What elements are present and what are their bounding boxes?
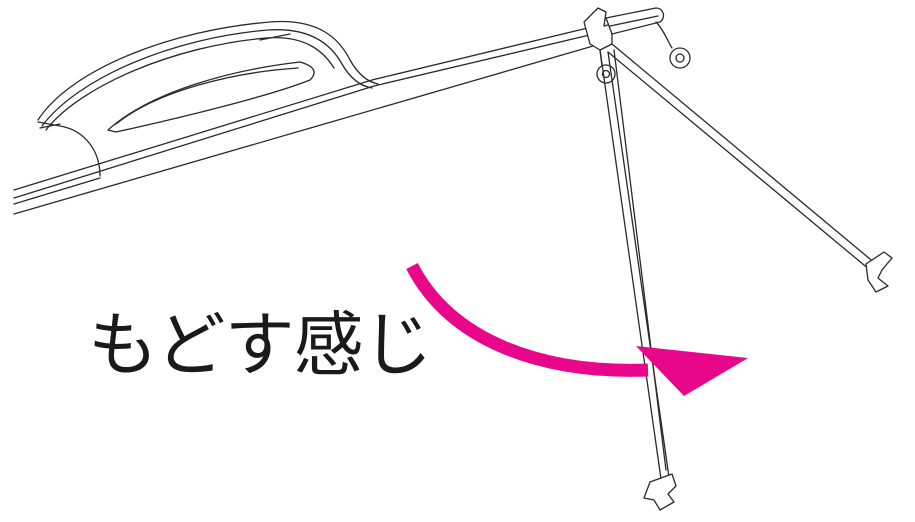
hinge-block: [583, 7, 691, 84]
swing-back-arrow: [406, 262, 748, 396]
umbrella-shaft: [13, 25, 601, 215]
rib-down: [599, 49, 677, 511]
umbrella-handle: [37, 20, 379, 177]
rib-right: [607, 43, 893, 293]
caption-text: もどす感じ: [88, 304, 433, 386]
